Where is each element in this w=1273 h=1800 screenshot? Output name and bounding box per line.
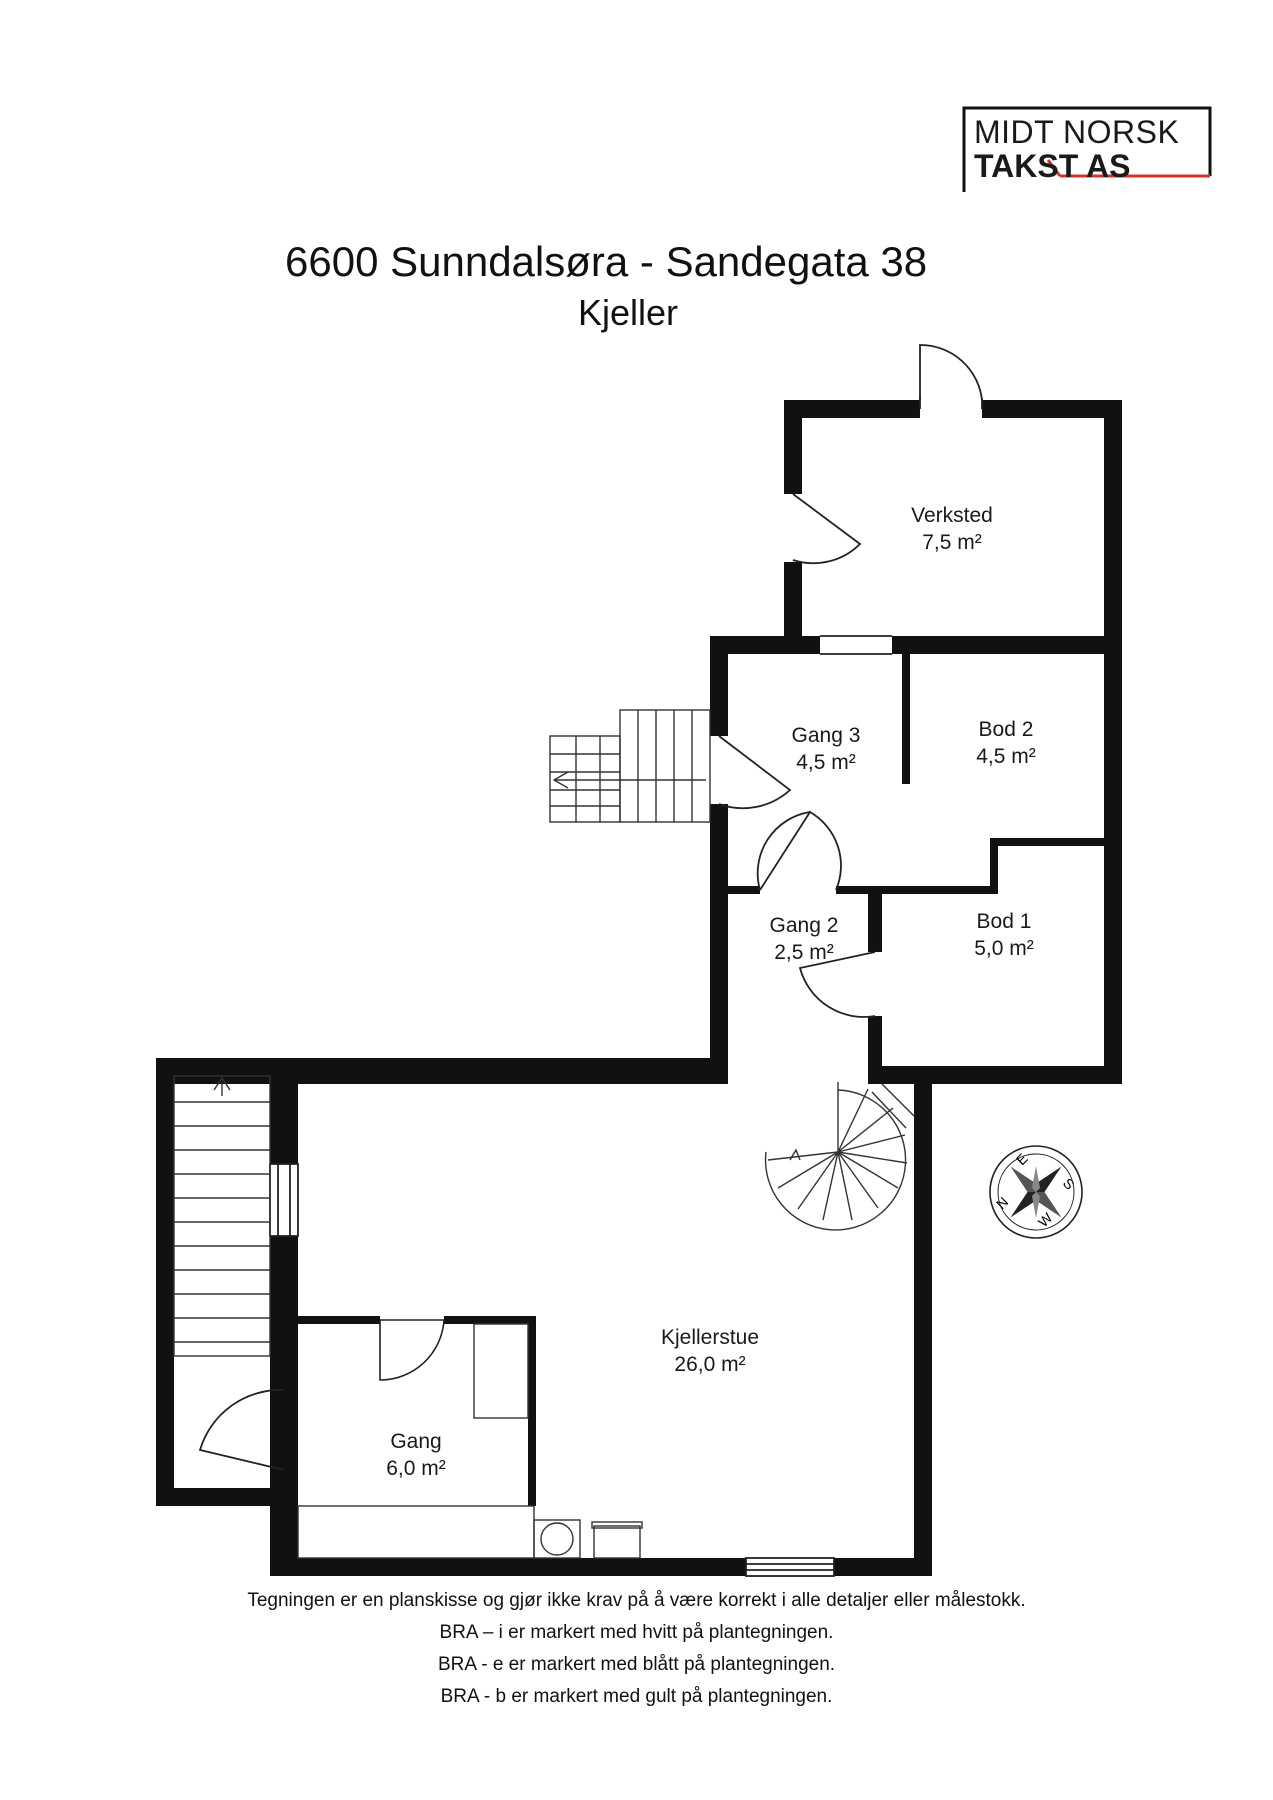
compass-letter-s: S xyxy=(1060,1175,1078,1193)
door-verksted-left xyxy=(792,493,862,565)
spiral-staircase xyxy=(764,1082,915,1231)
room-bod1-name: Bod 1 xyxy=(977,910,1032,933)
door-gang3-left xyxy=(718,735,792,810)
room-verksted-name: Verksted xyxy=(911,504,993,527)
floor-subtitle: Kjeller xyxy=(578,292,679,333)
company-logo: MIDT NORSK TAKST AS xyxy=(960,106,1212,194)
room-bod2-area: 4,5 m² xyxy=(976,745,1036,768)
compass-letter-w: W xyxy=(1035,1209,1056,1230)
room-kjellerstue-area: 26,0 m² xyxy=(674,1353,745,1376)
fixtures xyxy=(297,1323,643,1559)
door-gang xyxy=(379,1319,445,1381)
left-staircase xyxy=(173,1075,271,1357)
door-bod1 xyxy=(798,951,876,1018)
sink xyxy=(593,1525,641,1559)
room-gang3-name: Gang 3 xyxy=(792,724,861,747)
walls xyxy=(156,400,1122,1576)
door-stair xyxy=(198,1389,285,1471)
logo-line2: TAKST AS xyxy=(974,148,1131,184)
room-kjellerstue-name: Kjellerstue xyxy=(661,1326,759,1349)
page-title: 6600 Sunndalsøra - Sandegata 38 xyxy=(285,238,928,285)
door-gang2-top xyxy=(759,810,842,891)
bra-i-note: BRA – i er markert med hvitt på plantegn… xyxy=(439,1622,834,1643)
bench xyxy=(297,1505,535,1559)
bra-b-note: BRA - b er markert med gult på plantegni… xyxy=(440,1686,833,1707)
compass-rose-icon: N E S W xyxy=(989,1145,1083,1239)
door-verksted-top xyxy=(919,344,983,401)
room-gang2-area: 2,5 m² xyxy=(774,941,834,964)
room-gang3-area: 4,5 m² xyxy=(796,751,856,774)
bra-e-note: BRA - e er markert med blått på plantegn… xyxy=(437,1654,836,1675)
room-gang2-name: Gang 2 xyxy=(770,914,839,937)
room-bod2-name: Bod 2 xyxy=(979,718,1034,741)
compass-letter-e: E xyxy=(1013,1150,1031,1168)
compass-letter-n: N xyxy=(993,1194,1011,1212)
logo-line1: MIDT NORSK xyxy=(974,114,1180,150)
doors xyxy=(198,344,983,1577)
disclaimer-note: Tegningen er en planskisse og gjør ikke … xyxy=(247,1590,1026,1611)
exterior-stair xyxy=(549,709,711,823)
room-gang-name: Gang xyxy=(390,1430,441,1453)
cabinet xyxy=(473,1323,529,1419)
room-verksted-area: 7,5 m² xyxy=(922,531,982,554)
room-gang-area: 6,0 m² xyxy=(386,1457,446,1480)
logo-frame xyxy=(962,106,1212,192)
room-labels: Verksted 7,5 m² Gang 3 4,5 m² Bod 2 4,5 … xyxy=(386,504,1036,1480)
room-bod1-area: 5,0 m² xyxy=(974,937,1034,960)
washing-machine xyxy=(533,1519,581,1559)
